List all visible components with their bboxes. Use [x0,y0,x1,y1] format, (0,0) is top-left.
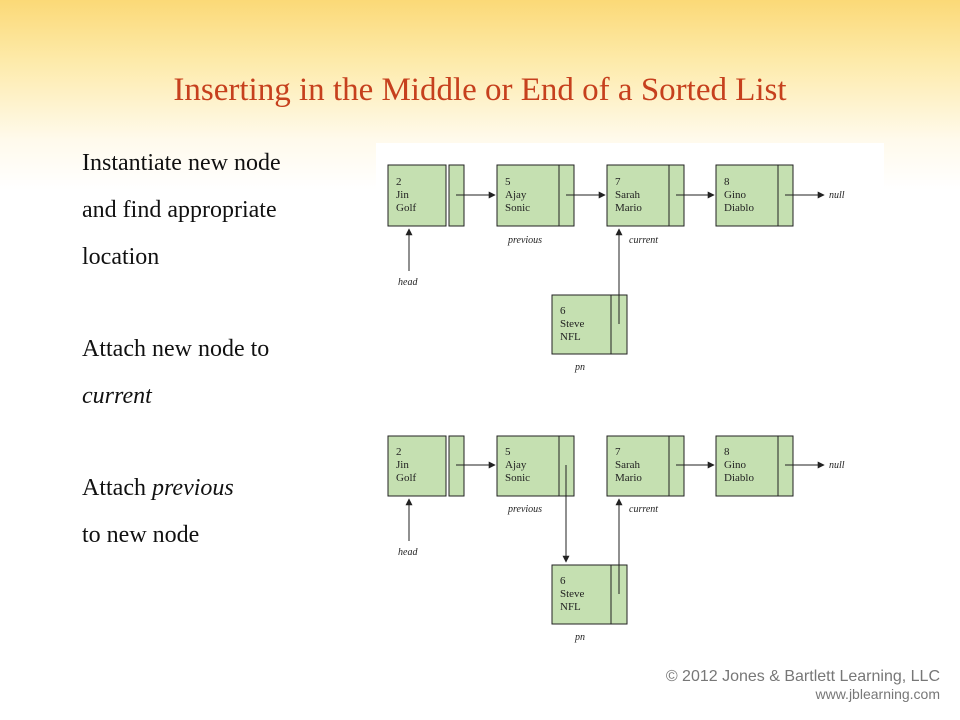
pn-label: pn [574,632,585,643]
slide-title: Inserting in the Middle or End of a Sort… [173,72,787,108]
node-name: Sarah [615,459,641,471]
node-name: Sarah [615,189,641,201]
node-game: NFL [560,331,581,343]
node-name: Steve [560,588,585,600]
copyright-notice: © 2012 Jones & Bartlett Learning, LLC ww… [666,668,940,702]
step1-line3: location [82,244,160,270]
linked-list-diagram: 2 Jin Golf 5 Ajay Sonic 7 Sarah Mario [376,143,884,663]
node-name: Jin [396,459,409,471]
node-key: 5 [505,446,511,458]
node-game: Golf [396,202,417,214]
node-top-3: 8 Gino Diablo [715,164,794,227]
diagram-svg: 2 Jin Golf 5 Ajay Sonic 7 Sarah Mario [376,143,884,643]
node-game: Mario [615,202,642,214]
node-key: 7 [615,446,621,458]
node-name: Gino [724,459,747,471]
node-top-2: 7 Sarah Mario [606,164,685,227]
diagram-bottom: 2 Jin Golf 5 Ajay Sonic 7 Sarah Mario [387,435,845,643]
step2-line1: Attach new node to [82,336,270,362]
node-bottom-2: 7 Sarah Mario [606,435,685,497]
step2-line2: current [82,383,152,409]
node-key: 8 [724,176,730,188]
node-key: 6 [560,305,566,317]
node-game: Diablo [724,472,754,484]
node-game: Sonic [505,202,530,214]
node-game: NFL [560,601,581,613]
step1-line1: Instantiate new node [82,150,281,176]
current-label: current [629,235,658,246]
node-game: Mario [615,472,642,484]
current-label: current [629,504,658,515]
step1-line2: and find appropriate [82,197,277,223]
node-key: 8 [724,446,730,458]
new-node-bottom: 6 Steve NFL [551,564,628,625]
step3-prefix: Attach [82,475,152,501]
new-node-top: 6 Steve NFL [551,294,628,355]
head-label: head [398,277,418,288]
node-top-0: 2 Jin Golf [387,164,465,227]
node-bottom-3: 8 Gino Diablo [715,435,794,497]
node-key: 2 [396,176,402,188]
node-bottom-0: 2 Jin Golf [387,435,465,497]
node-name: Jin [396,189,409,201]
previous-label: previous [507,235,542,246]
copyright-url: www.jblearning.com [815,686,941,702]
null-label: null [829,190,845,201]
step3-italic: previous [151,475,234,501]
copyright-line: © 2012 Jones & Bartlett Learning, LLC [665,668,940,685]
bullet-text: Instantiate new node and find appropriat… [82,145,372,564]
previous-label: previous [507,504,542,515]
pn-label: pn [574,362,585,373]
node-key: 2 [396,446,402,458]
null-label: null [829,460,845,471]
node-game: Sonic [505,472,530,484]
node-key: 5 [505,176,511,188]
node-key: 7 [615,176,621,188]
node-name: Ajay [505,189,527,201]
node-top-1: 5 Ajay Sonic [496,164,575,227]
node-name: Steve [560,318,585,330]
step3-line2: to new node [82,522,200,548]
head-label: head [398,547,418,558]
node-game: Golf [396,472,417,484]
node-game: Diablo [724,202,754,214]
node-key: 6 [560,575,566,587]
step3-line1: Attach previous [82,470,372,517]
diagram-top: 2 Jin Golf 5 Ajay Sonic 7 Sarah Mario [387,164,845,373]
node-bottom-1: 5 Ajay Sonic [496,435,575,497]
node-name: Ajay [505,459,527,471]
node-name: Gino [724,189,747,201]
